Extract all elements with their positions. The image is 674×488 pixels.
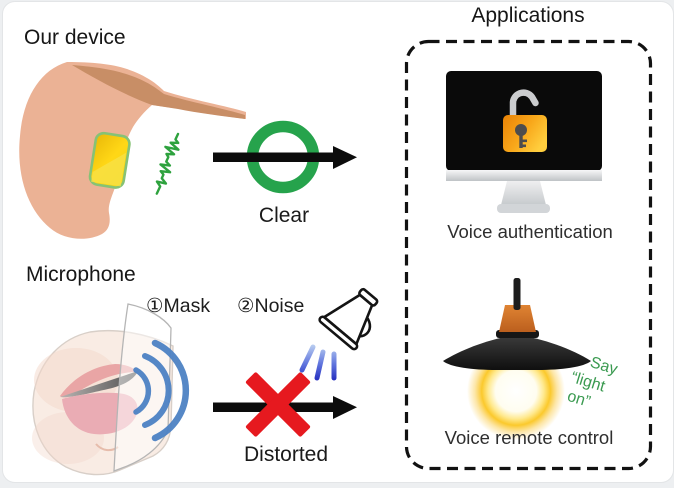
throat-patch-icon bbox=[88, 131, 131, 189]
red-cross-fail-icon bbox=[245, 372, 311, 437]
microphone-title: Microphone bbox=[26, 263, 136, 286]
noise-issue-label: ②Noise bbox=[237, 295, 305, 317]
applications-title: Applications bbox=[471, 4, 585, 27]
voice-authentication-caption: Voice authentication bbox=[447, 221, 613, 242]
monitor-unlocked-padlock-icon bbox=[446, 71, 602, 213]
open-shackle bbox=[509, 89, 539, 121]
clear-label: Clear bbox=[258, 204, 310, 227]
keyhole bbox=[515, 124, 527, 148]
our-device-title: Our device bbox=[24, 26, 126, 49]
glowing-lamp-icon bbox=[443, 278, 591, 440]
clear-arrow-icon bbox=[213, 146, 357, 169]
mask-issue-label: ①Mask bbox=[146, 295, 211, 317]
applications-dashed-box bbox=[404, 39, 653, 471]
vibration-wave-icon bbox=[155, 132, 180, 195]
sound-wave-arcs-icon bbox=[133, 339, 190, 442]
voice-remote-control-caption: Voice remote control bbox=[444, 427, 614, 448]
throat-illustration bbox=[19, 62, 246, 239]
megaphone-noise-icon bbox=[299, 287, 379, 381]
masked-face-illustration bbox=[32, 303, 190, 476]
distorted-label: Distorted bbox=[243, 443, 329, 466]
